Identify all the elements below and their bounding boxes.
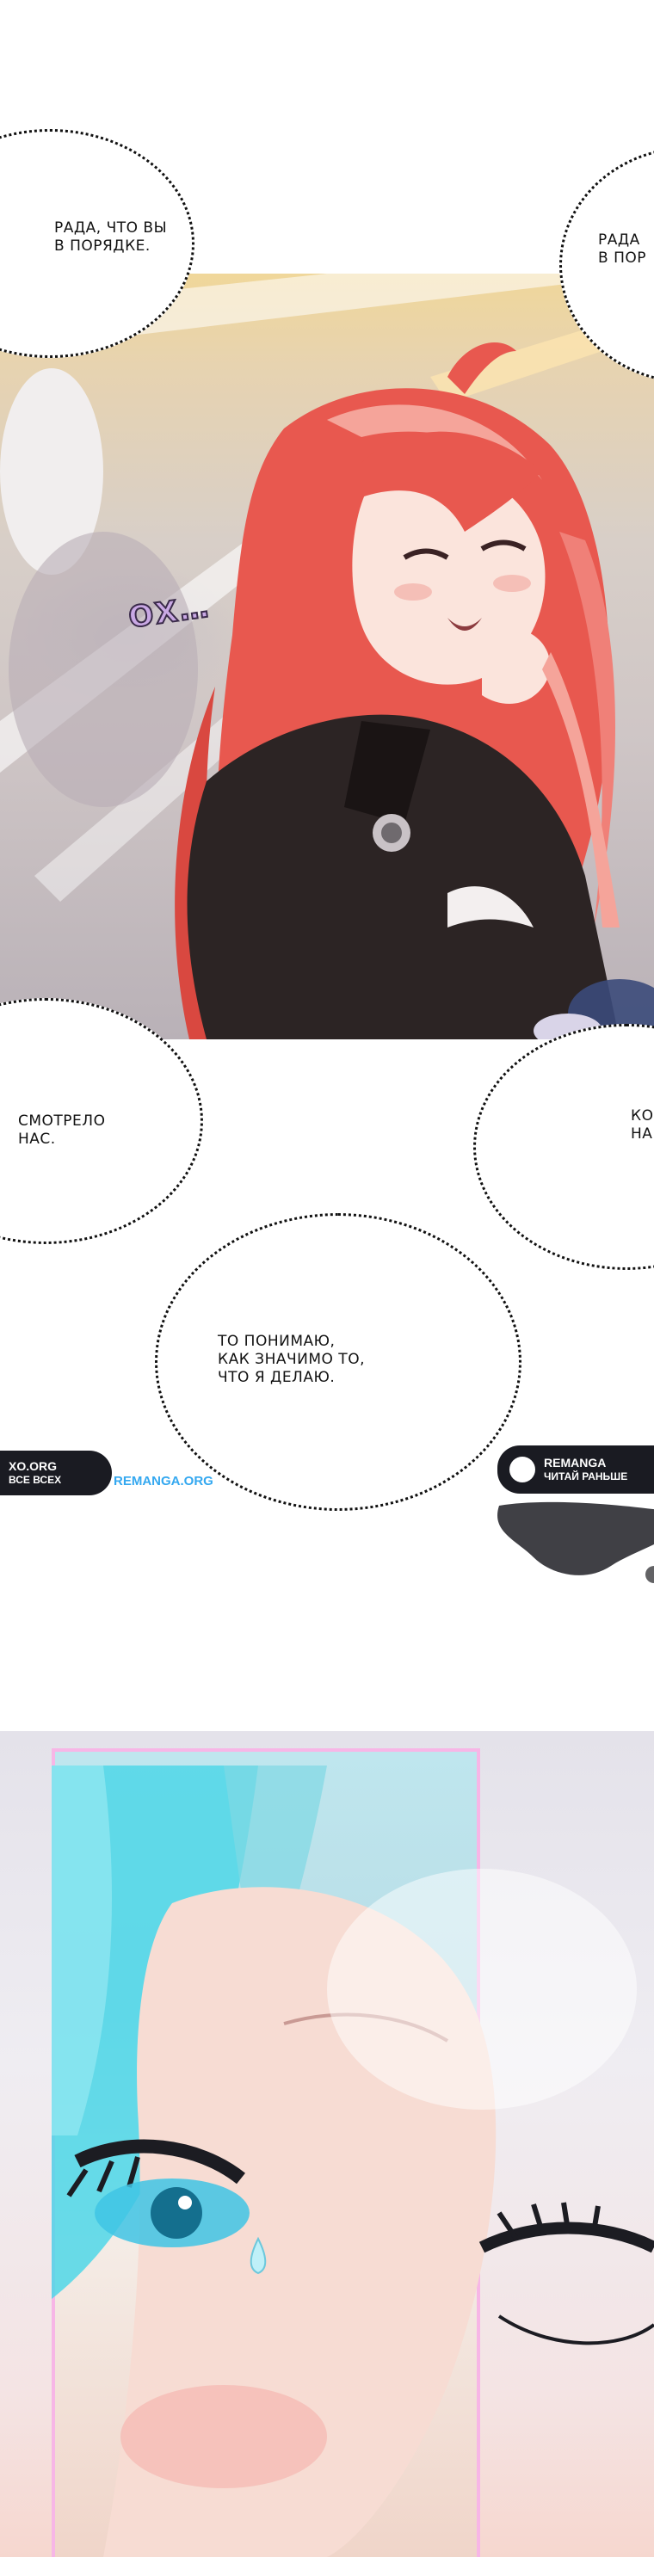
watermark-center: REMANGA.ORG <box>114 1473 213 1490</box>
speech-bubble-1-text: РАДА, ЧТО ВЫ В ПОРЯДКЕ. <box>54 219 168 255</box>
speech-bubble-4-text: КОГДА НА НАС <box>631 1107 654 1143</box>
blue-haired-girl-illustration <box>52 1766 654 2557</box>
watermark-left: XO.ORG ВСЕ ВСЕХ <box>0 1451 112 1495</box>
ink-splash-decoration <box>497 1501 654 1583</box>
watermark-right-logo-icon <box>509 1457 535 1482</box>
red-haired-girl-illustration <box>0 274 654 1039</box>
panel-blue-haired-closeup <box>0 1731 654 2557</box>
watermark-left-line1: XO.ORG <box>9 1459 58 1473</box>
watermark-center-text: REMANGA.ORG <box>114 1474 213 1488</box>
speech-bubble-3-text: СМОТРЕЛО НАС. <box>18 1112 106 1148</box>
speech-bubble-4: КОГДА НА НАС <box>473 1024 654 1270</box>
watermark-left-line2: ВСЕ ВСЕХ <box>9 1474 62 1486</box>
speech-bubble-5-text: ТО ПОНИМАЮ, КАК ЗНАЧИМО ТО, ЧТО Я ДЕЛАЮ. <box>218 1333 365 1386</box>
speech-bubble-2-text: РАДА В ПОР <box>598 231 646 267</box>
speech-bubble-5: ТО ПОНИМАЮ, КАК ЗНАЧИМО ТО, ЧТО Я ДЕЛАЮ. <box>155 1213 521 1511</box>
watermark-right: REMANGA ЧИТАЙ РАНЬШЕ <box>497 1445 654 1494</box>
watermark-right-line1: REMANGA <box>544 1456 607 1470</box>
panel-red-haired-girl: ОХ… <box>0 274 654 1039</box>
watermark-right-line2: ЧИТАЙ РАНЬШЕ <box>544 1470 628 1482</box>
